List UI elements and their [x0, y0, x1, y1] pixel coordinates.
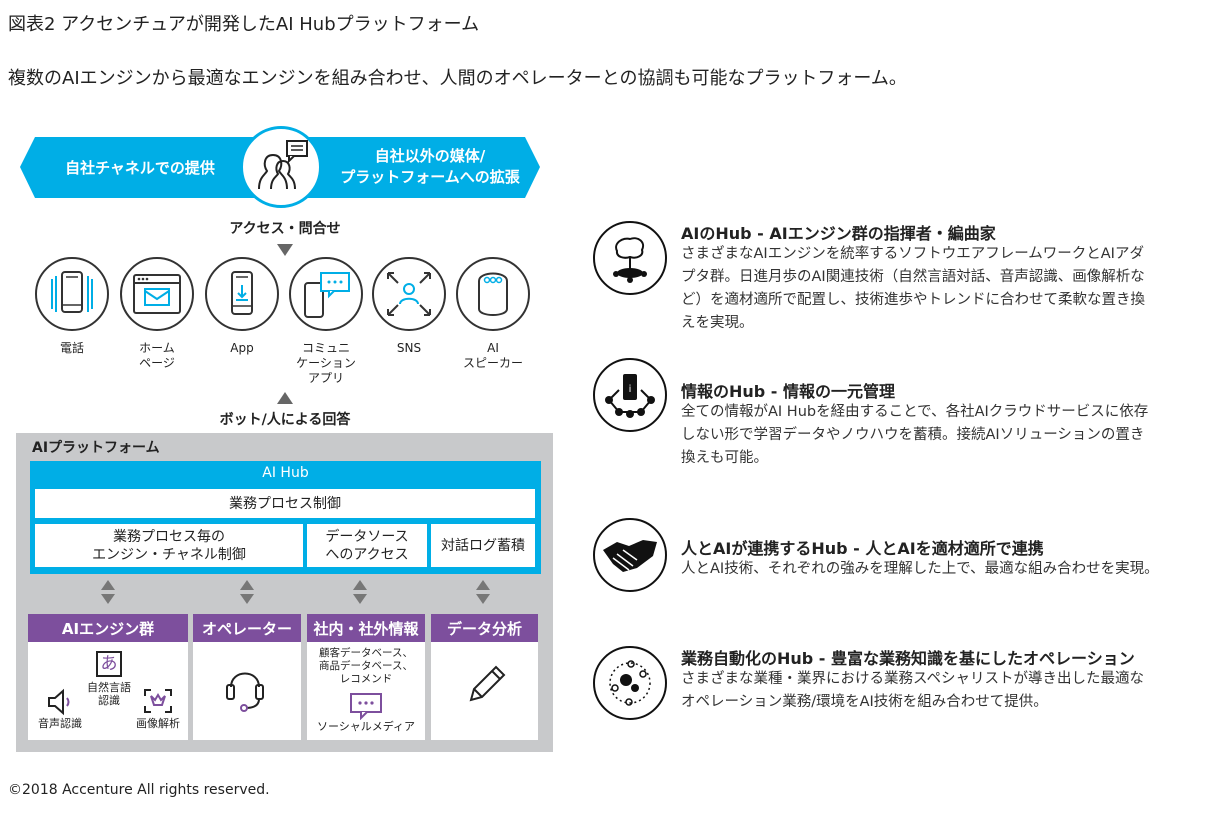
up-arrow-icon	[277, 392, 293, 404]
info-panel	[307, 642, 425, 740]
handshake-icon	[593, 518, 667, 592]
headset-icon	[226, 672, 264, 712]
voice-recognition-label: 音声認識	[38, 717, 82, 730]
channel-label-homepage: ホームページ	[139, 341, 175, 370]
speaker-icon	[48, 688, 70, 716]
section-title: 人とAIが連携するHub - 人とAIを適材適所で連携	[681, 539, 1044, 558]
homepage-icon	[120, 257, 194, 331]
sns-icon	[372, 257, 446, 331]
operator-panel	[193, 642, 301, 740]
analytics-panel	[431, 642, 538, 740]
section-body: 全ての情報がAI Hubを経由することで、各社AIクラウドサービスに依存しない形…	[681, 404, 1149, 466]
image-analysis-label: 画像解析	[136, 717, 180, 730]
info-header: 社内・社外情報	[307, 614, 425, 642]
banner-right-label: 自社以外の媒体/プラットフォームへの拡張	[325, 146, 535, 188]
brain-network-icon	[593, 221, 667, 295]
banner-left-label: 自社チャネルでの提供	[65, 159, 215, 177]
access-label: アクセス・問合せ	[229, 221, 341, 237]
social-media-icon	[350, 693, 382, 720]
svg-text:i: i	[629, 384, 632, 395]
data-source-access-box: データソースへのアクセス	[307, 524, 427, 567]
bidirectional-arrow-icon	[476, 580, 490, 604]
engine-channel-control-box: 業務プロセス毎のエンジン・チャネル制御	[35, 524, 303, 567]
dialog-log-box: 対話ログ蓄積	[431, 524, 535, 567]
nlp-icon: あ	[96, 651, 122, 677]
channel-label-app: App	[230, 341, 254, 355]
channel-label-messaging: コミュニケーションアプリ	[296, 341, 356, 385]
banner-right-line1: 自社以外の媒体/	[374, 147, 486, 165]
bidirectional-arrow-icon	[101, 580, 115, 604]
operator-header: オペレーター	[193, 614, 301, 642]
users-chat-icon	[240, 126, 322, 208]
social-media-label: ソーシャルメディア	[316, 720, 415, 733]
bidirectional-arrow-icon	[240, 580, 254, 604]
messaging-app-icon	[289, 257, 363, 331]
process-control-box: 業務プロセス制御	[35, 489, 535, 518]
nlp-label: 自然言語認識	[87, 681, 131, 707]
section-body: 人とAI技術、それぞれの強みを理解した上で、最適な組み合わせを実現。	[681, 561, 1159, 577]
section-title: 情報のHub - 情報の一元管理	[681, 382, 896, 401]
app-icon	[205, 257, 279, 331]
down-arrow-icon	[277, 244, 293, 256]
information-database-icon: i	[593, 358, 667, 432]
ai-engines-header: AIエンジン群	[28, 614, 188, 642]
ai-hub-label: AI Hub	[262, 465, 309, 481]
copyright: ©2018 Accenture All rights reserved.	[8, 782, 270, 798]
ai-engines-panel	[28, 642, 188, 740]
image-analysis-icon	[144, 689, 172, 713]
figure-subtitle: 複数のAIエンジンから最適なエンジンを組み合わせ、人間のオペレーターとの協調も可…	[8, 68, 907, 89]
phone-icon	[35, 257, 109, 331]
automation-gears-icon	[593, 646, 667, 720]
pencil-icon	[469, 665, 506, 702]
analytics-header: データ分析	[431, 614, 538, 642]
section-title: 業務自動化のHub - 豊富な業務知識を基にしたオペレーション	[681, 649, 1135, 668]
section-body: さまざまな業種・業界における業務スペシャリストが導き出した最適なオペレーション業…	[681, 671, 1144, 710]
section-title: AIのHub - AIエンジン群の指揮者・編曲家	[681, 224, 996, 243]
bidirectional-arrow-icon	[353, 580, 367, 604]
channel-label-phone: 電話	[59, 341, 84, 355]
channel-label-sns: SNS	[396, 341, 422, 355]
banner-right-line2: プラットフォームへの拡張	[340, 168, 520, 186]
ai-speaker-icon	[456, 257, 530, 331]
figure-title: 図表2 アクセンチュアが開発したAI Hubプラットフォーム	[8, 14, 480, 35]
section-body: さまざまなAIエンジンを統率するソフトウエアフレームワークとAIアダプタ群。日進…	[681, 246, 1145, 331]
answer-label: ボット/人による回答	[219, 412, 351, 428]
database-list: 顧客データベース、商品データベース、レコメンド	[319, 647, 413, 685]
ai-platform-label: AIプラットフォーム	[32, 440, 160, 456]
